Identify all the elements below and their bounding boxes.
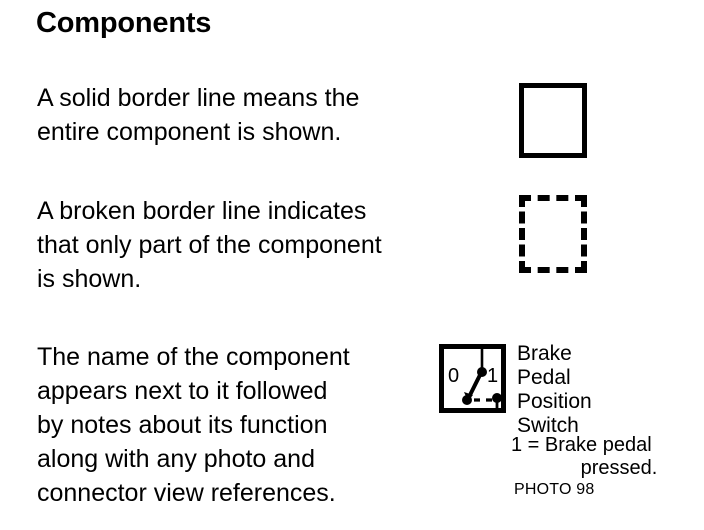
component-note: 1 = Brake pedal pressed. (511, 434, 701, 480)
component-note-line-1: 1 = Brake pedal (511, 434, 652, 456)
broken-border-box-example (519, 195, 587, 273)
switch-state-label-0: 0 (448, 365, 460, 387)
solid-border-box-example (519, 83, 587, 158)
component-name-label: Brake Pedal Position Switch (517, 342, 592, 437)
brake-pedal-position-switch-symbol (439, 344, 506, 413)
switch-state-label-1: 1 (487, 365, 499, 387)
body-paragraph-component-name: The name of the component appears next t… (37, 343, 350, 507)
body-paragraph-solid-border: A solid border line means the entire com… (37, 84, 360, 146)
switch-schematic-icon (462, 349, 501, 408)
photo-reference-label: PHOTO 98 (514, 481, 595, 498)
component-note-line-2: pressed. (580, 457, 658, 479)
body-paragraph-broken-border: A broken border line indicates that only… (37, 197, 382, 293)
page-title: Components (36, 7, 212, 39)
